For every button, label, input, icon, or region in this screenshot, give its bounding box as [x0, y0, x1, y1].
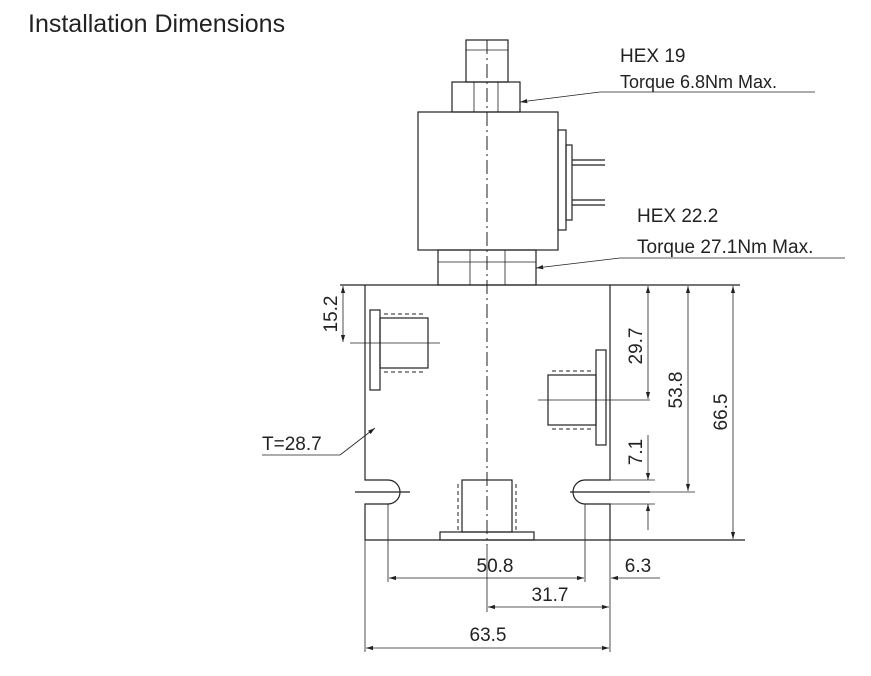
dim-66-5: 66.5 — [711, 394, 732, 431]
solenoid-coil — [417, 111, 605, 251]
torque-bottom-label: Torque 27.1Nm Max. — [637, 237, 813, 258]
torque-top-label: Torque 6.8Nm Max. — [620, 72, 777, 92]
dim-15-2: 15.2 — [321, 296, 342, 333]
hex-22-label: HEX 22.2 — [637, 206, 718, 227]
valve-stem — [451, 39, 521, 113]
page-title: Installation Dimensions — [28, 10, 286, 38]
dim-7-1: 7.1 — [626, 439, 647, 465]
hex-19-label: HEX 19 — [620, 46, 685, 67]
dim-6-3: 6.3 — [625, 556, 651, 577]
dim-63-5: 63.5 — [470, 625, 507, 646]
thickness-label: T=28.7 — [262, 434, 322, 455]
valve-body — [340, 284, 745, 541]
dim-29-7: 29.7 — [626, 328, 647, 365]
dim-53-8: 53.8 — [666, 372, 687, 409]
dim-50-8: 50.8 — [477, 556, 514, 577]
dim-31-7: 31.7 — [532, 585, 569, 606]
